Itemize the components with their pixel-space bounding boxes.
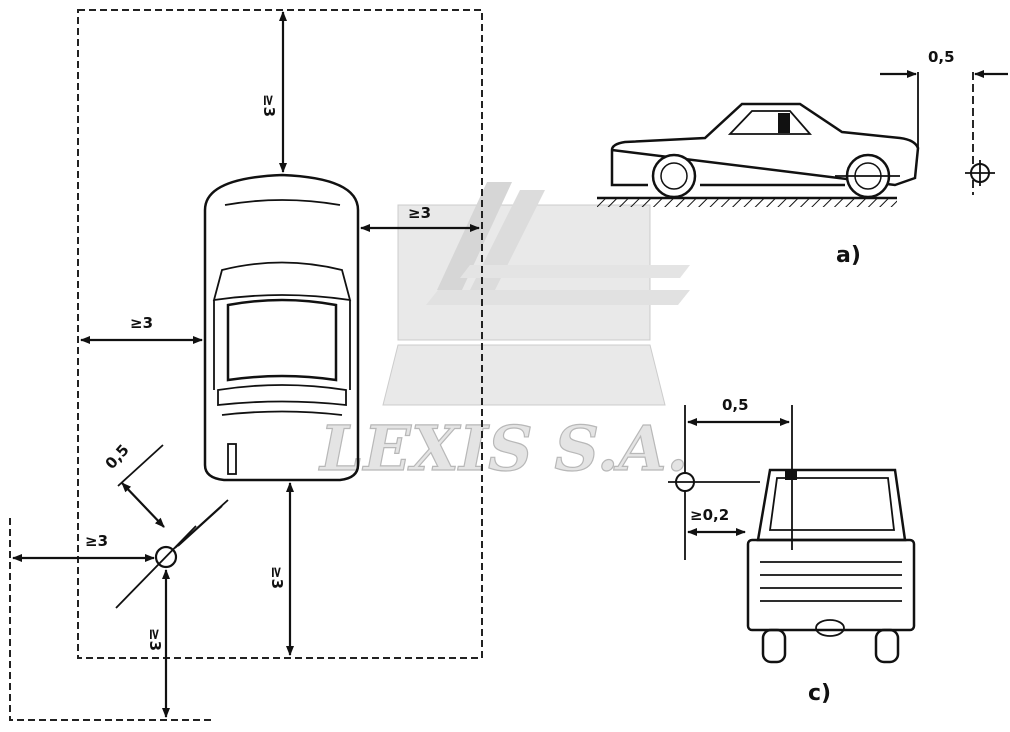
ground-hatching bbox=[597, 198, 897, 207]
car-roof bbox=[226, 298, 338, 382]
vehicle-front-wheel-left bbox=[761, 628, 787, 664]
watermark-stroke-4 bbox=[460, 265, 690, 278]
dim-label-bottom: ≥3 bbox=[268, 566, 286, 589]
car-hood-line bbox=[224, 199, 341, 206]
lamp-axis-line bbox=[115, 525, 197, 609]
dim-label-left: ≥3 bbox=[130, 314, 153, 332]
lamp-zone-outline bbox=[9, 518, 215, 721]
lamp-position-symbol bbox=[115, 525, 197, 609]
vehicle-front-tow-hook bbox=[815, 619, 845, 637]
car-front-wheel bbox=[651, 153, 697, 199]
car-side-pillar bbox=[778, 113, 790, 133]
figure-a-side-view: 0,5 a) bbox=[597, 48, 1008, 268]
dim-label-lamp-offset: 0,5 bbox=[102, 441, 133, 473]
figure-a-dim-label: 0,5 bbox=[928, 48, 955, 66]
figure-c-dim-label-top: 0,5 bbox=[722, 396, 749, 414]
dim-label-lamp-bottom: ≥3 bbox=[146, 628, 164, 651]
watermark-stroke-3 bbox=[426, 290, 690, 305]
vehicle-front-marker-lamp bbox=[785, 470, 797, 480]
figure-a-label: a) bbox=[836, 243, 861, 268]
lamp-offset-tick-1 bbox=[117, 444, 164, 487]
vehicle-front-windshield bbox=[768, 477, 896, 531]
car-top-view bbox=[203, 173, 360, 482]
watermark-stroke-1 bbox=[437, 182, 512, 290]
car-rear-window bbox=[217, 384, 347, 407]
dim-label-top: ≥3 bbox=[260, 94, 278, 117]
vehicle-front-body bbox=[746, 538, 916, 632]
car-front-hub bbox=[660, 162, 688, 190]
car-rear-lamp bbox=[227, 443, 237, 475]
car-side-body bbox=[610, 102, 920, 187]
clearance-zone-outline bbox=[77, 9, 483, 659]
car-windshield bbox=[212, 261, 352, 302]
watermark-text: LEXIS S.A. bbox=[318, 412, 688, 485]
dim-label-right: ≥3 bbox=[408, 204, 431, 222]
watermark-logo bbox=[382, 182, 690, 406]
figure-c-dim-label-side: ≥0,2 bbox=[690, 506, 729, 524]
car-side-window bbox=[727, 110, 812, 135]
car-body bbox=[203, 173, 360, 482]
dim-arrow-lamp-offset bbox=[121, 482, 165, 528]
figure-c-label: c) bbox=[808, 681, 831, 706]
lamp-offset-tick-2 bbox=[177, 505, 223, 547]
car-trunk-line bbox=[221, 410, 343, 416]
dim-label-lamp-left: ≥3 bbox=[85, 532, 108, 550]
watermark-base bbox=[382, 344, 666, 406]
figure-c-front-view: 0,5 ≥0,2 c) bbox=[668, 396, 916, 706]
vehicle-front-wheel-right bbox=[874, 628, 900, 664]
